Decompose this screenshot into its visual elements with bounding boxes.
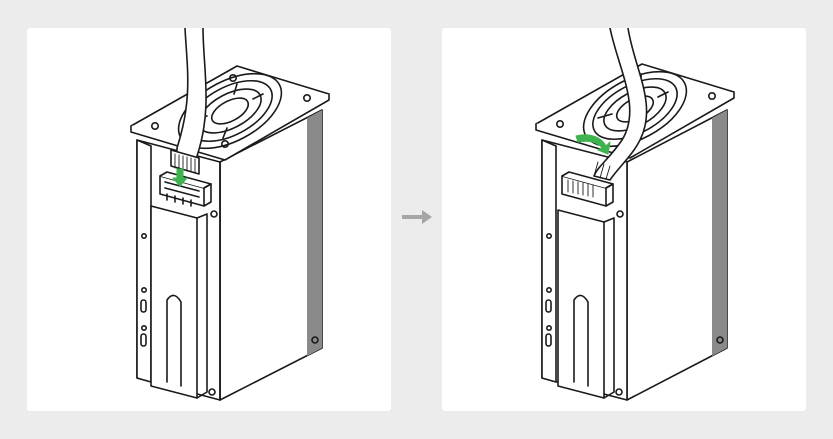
- housing-screw: [311, 336, 319, 344]
- cable: [176, 28, 207, 163]
- step-2-illustration: [535, 28, 735, 401]
- step-1-panel: [27, 28, 391, 411]
- housing-screw: [208, 388, 216, 396]
- slot-plate: [557, 209, 605, 399]
- insert-arrow-icon: [172, 168, 188, 187]
- housing-screw: [716, 336, 724, 344]
- housing-right-shadow: [307, 110, 322, 356]
- housing-screw: [210, 210, 218, 218]
- step-2-panel: [442, 28, 806, 411]
- slot-plate: [150, 205, 198, 399]
- cable: [593, 28, 648, 181]
- plate-screw: [302, 94, 311, 103]
- right-arrow-icon: [402, 210, 432, 224]
- slot: [573, 294, 589, 387]
- housing-screw: [615, 388, 623, 396]
- fan-hub: [210, 97, 250, 125]
- plate-screw: [707, 92, 716, 101]
- fan-ring-mid: [592, 77, 678, 141]
- plate-screw: [556, 120, 565, 129]
- step-1-illustration: [130, 28, 330, 401]
- plate-screw: [151, 122, 160, 131]
- housing-screw: [616, 210, 624, 218]
- route-arrow-icon: [575, 134, 611, 155]
- mounting-bracket: [541, 139, 557, 383]
- housing-right-shadow: [712, 110, 727, 356]
- connector-plug: [170, 149, 200, 175]
- slot: [166, 294, 182, 387]
